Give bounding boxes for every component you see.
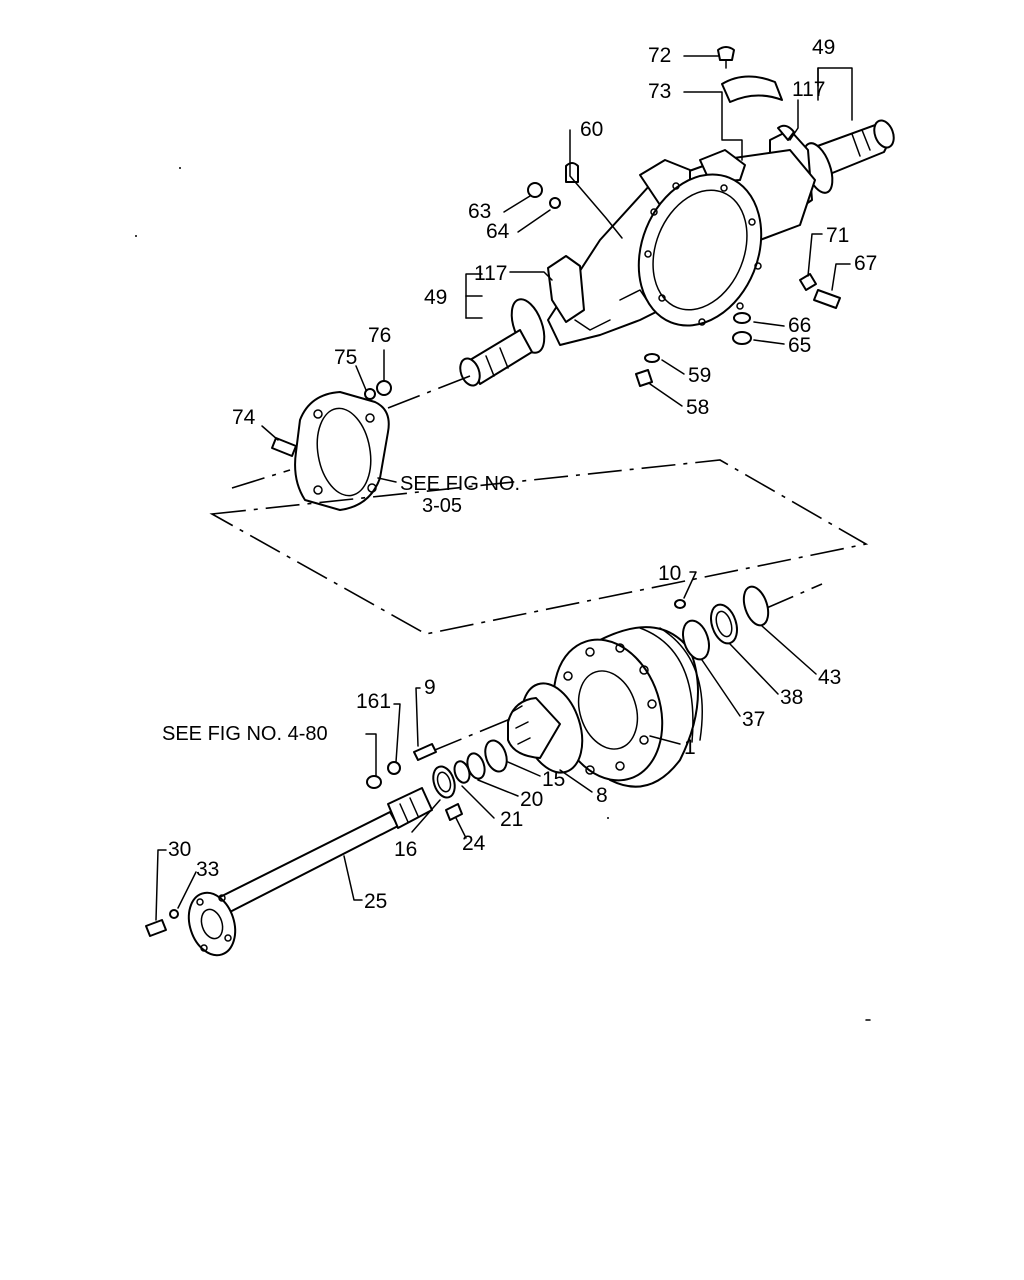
callout-16: 16 (394, 838, 417, 861)
callout-66: 66 (788, 314, 811, 337)
callout-58: 58 (686, 396, 709, 419)
brake-drum-assembly (366, 585, 770, 821)
assembly-lines (209, 375, 869, 753)
callout-20: 20 (520, 788, 543, 811)
callout-65: 65 (788, 334, 811, 357)
callout-43: 43 (818, 666, 841, 689)
callout-49-left: 49 (424, 286, 447, 309)
part-67-bolt (813, 289, 841, 309)
callout-9: 9 (424, 676, 436, 699)
axle-housing (459, 119, 895, 387)
hub-teeth (511, 705, 531, 745)
note-see-fig-4-80: SEE FIG NO. 4-80 (162, 723, 328, 745)
axle-shaft (145, 787, 433, 957)
callout-117-left: 117 (474, 262, 507, 285)
callout-49-top: 49 (812, 36, 835, 59)
spindle-flange (294, 391, 390, 511)
note-see-fig-3-05-line1: SEE FIG NO. (400, 473, 520, 495)
part-74-bolt (271, 437, 297, 457)
callout-15: 15 (542, 768, 565, 791)
part-66-washer (733, 312, 751, 324)
callout-21: 21 (500, 808, 523, 831)
callout-8: 8 (596, 784, 608, 807)
callout-117-right: 117 (792, 78, 825, 101)
leader-lines (155, 55, 853, 921)
part-58-plug (635, 369, 653, 387)
callout-33: 33 (196, 858, 219, 881)
part-60-breather (565, 162, 579, 183)
callout-67: 67 (854, 252, 877, 275)
part-72-bolt (717, 46, 735, 61)
housing-hardware (271, 46, 841, 457)
callout-76: 76 (368, 324, 391, 347)
callout-74: 74 (232, 406, 256, 429)
callout-30: 30 (168, 838, 191, 861)
callout-60: 60 (580, 118, 603, 141)
callout-71: 71 (826, 224, 849, 247)
part-75-washer (364, 388, 376, 400)
part-63-plug (527, 182, 543, 198)
callout-25: 25 (364, 890, 387, 913)
callout-72: 72 (648, 44, 671, 67)
callout-75: 75 (334, 346, 357, 369)
callout-63: 63 (468, 200, 491, 223)
callout-10: 10 (658, 562, 681, 585)
callout-59: 59 (688, 364, 711, 387)
specks (135, 167, 871, 1021)
callout-73: 73 (648, 80, 671, 103)
part-76-nut (376, 380, 392, 396)
callout-1: 1 (684, 736, 696, 759)
callout-37: 37 (742, 708, 765, 731)
carrier-bolt-holes (644, 182, 762, 326)
part-71-nut (799, 273, 817, 291)
callout-38: 38 (780, 686, 803, 709)
callout-24: 24 (462, 832, 486, 855)
part-59-gasket (644, 353, 660, 363)
callout-64: 64 (486, 220, 510, 243)
callout-161: 161 (356, 690, 391, 713)
part-64-washer (549, 197, 561, 209)
note-see-fig-3-05-line2: 3-05 (422, 495, 462, 517)
part-65-nut (732, 331, 752, 345)
part-73-bracket (721, 75, 783, 103)
callout-labels: 72 49 73 117 60 63 64 117 49 71 67 76 75… (162, 36, 877, 913)
